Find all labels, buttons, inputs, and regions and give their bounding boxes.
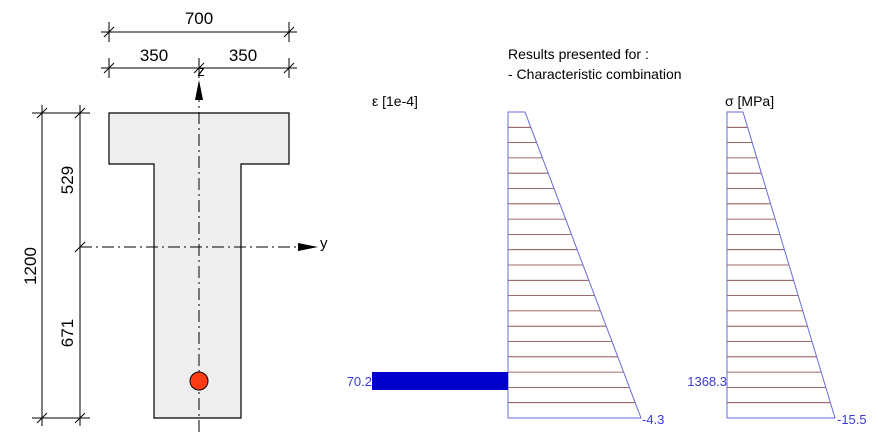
dimensions	[32, 22, 297, 426]
dim-tick	[74, 241, 86, 253]
stress-diagram: σ [MPa] 1368.3 -15.5	[687, 93, 866, 427]
stress-rebar-value: 1368.3	[687, 374, 727, 389]
dim-half-width-right: 350	[229, 46, 257, 65]
stress-diagram-outline	[726, 111, 836, 419]
strain-title: ε [1e-4]	[372, 93, 418, 109]
dim-upper-part: 529	[58, 166, 77, 194]
dim-tick	[36, 107, 48, 119]
strain-rebar-value: 70.2	[347, 374, 372, 389]
dim-half-width-left: 350	[140, 46, 168, 65]
strain-diagram-outline	[507, 111, 642, 419]
z-axis-label: z	[197, 63, 205, 80]
dim-lower-part: 671	[58, 319, 77, 347]
dim-total-height: 1200	[21, 247, 40, 285]
cross-section: z y	[80, 63, 328, 432]
z-axis-arrow-icon	[195, 80, 203, 100]
stress-bottom-value: -15.5	[837, 412, 867, 427]
dim-tick	[283, 62, 295, 74]
dim-tick	[74, 412, 86, 424]
results-header-line2: - Characteristic combination	[508, 66, 682, 82]
rebar-circle-icon	[189, 371, 209, 391]
dim-tick	[74, 107, 86, 119]
dim-total-width: 700	[185, 9, 213, 28]
dim-tick	[103, 26, 115, 38]
dim-tick	[283, 26, 295, 38]
results-header-line1: Results presented for :	[508, 46, 649, 62]
strain-diagram: ε [1e-4] 70.2 -4.3	[347, 93, 665, 427]
y-axis-label: y	[320, 235, 328, 252]
strain-hatch-lines	[508, 126, 636, 404]
strain-rebar-bar	[372, 372, 508, 390]
t-section-shape	[108, 112, 290, 419]
strain-bottom-value: -4.3	[642, 412, 664, 427]
dim-tick	[193, 62, 205, 74]
dim-tick	[103, 62, 115, 74]
dim-tick	[36, 412, 48, 424]
y-axis-arrow-icon	[298, 243, 318, 251]
stress-hatch-lines	[727, 126, 831, 404]
stress-title: σ [MPa]	[725, 93, 774, 109]
